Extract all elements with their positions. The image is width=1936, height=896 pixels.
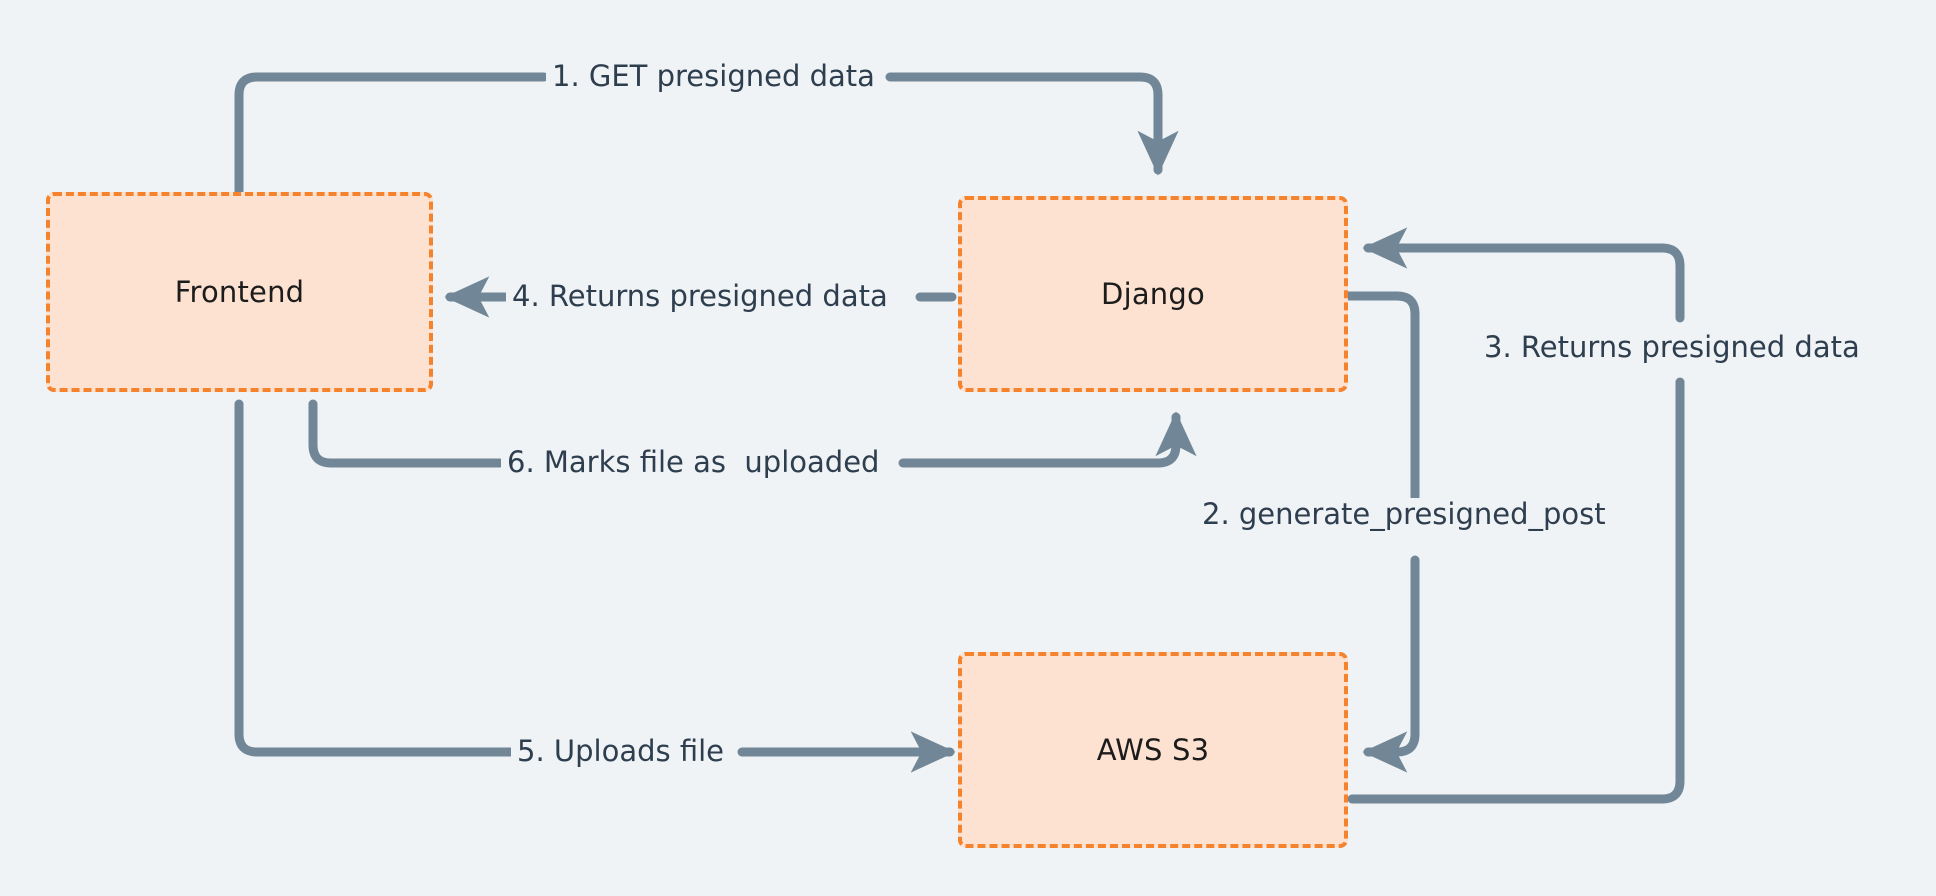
edge-label-step-6: 6. Marks file as uploaded	[501, 445, 886, 480]
edge-label-step-1: 1. GET presigned data	[546, 59, 881, 94]
node-aws-s3-label: AWS S3	[1096, 733, 1210, 767]
connector-step-2-b	[1362, 555, 1420, 773]
node-django-label: Django	[1101, 277, 1205, 311]
edge-label-step-2: 2. generate_presigned_post	[1196, 497, 1612, 532]
connector-step-5	[234, 399, 517, 757]
connector-step-3	[1347, 377, 1685, 804]
edge-label-step-3: 3. Returns presigned data	[1478, 330, 1866, 365]
edge-label-step-4: 4. Returns presigned data	[506, 279, 894, 314]
connector-step-3-b	[1362, 227, 1685, 323]
connector-step-2	[1343, 291, 1420, 502]
node-aws-s3[interactable]: AWS S3	[958, 652, 1348, 848]
edge-label-step-5: 5. Uploads file	[511, 734, 730, 769]
connector-step-6	[308, 399, 505, 468]
node-frontend-label: Frontend	[174, 275, 305, 309]
node-frontend[interactable]: Frontend	[46, 192, 433, 392]
node-django[interactable]: Django	[958, 196, 1348, 392]
connector-step-1	[234, 72, 549, 197]
connector-step-6-b	[898, 411, 1197, 468]
connector-step-1-b	[885, 72, 1179, 176]
